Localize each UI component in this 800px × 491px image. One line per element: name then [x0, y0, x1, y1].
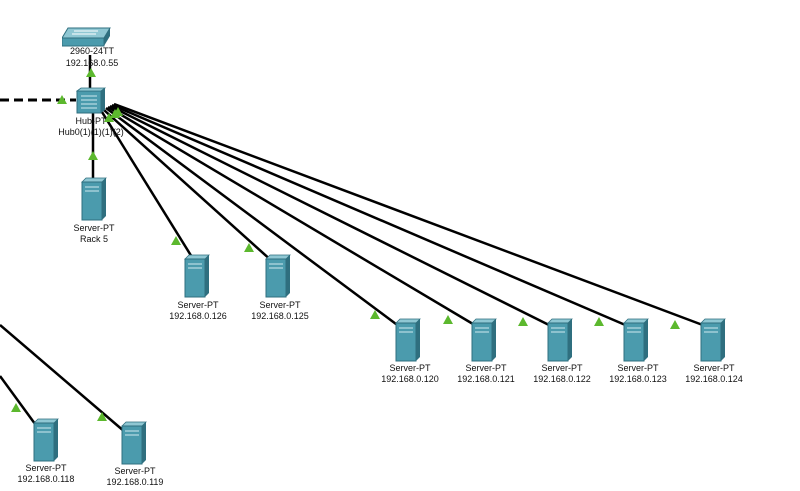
server-ip-label: 192.168.0.121 [457, 374, 515, 384]
server-rack5[interactable] [81, 177, 107, 226]
server-name-label: Server-PT [465, 363, 507, 373]
server-ip-label: 192.168.0.125 [251, 311, 309, 321]
server-118[interactable] [33, 418, 59, 467]
link-up-indicator [88, 151, 98, 160]
server-name-label: Server-PT [541, 363, 583, 373]
server-name-label: Server-PT [114, 466, 156, 476]
link-up-indicator [11, 403, 21, 412]
server-ip-label: Rack 5 [79, 234, 109, 244]
server-124[interactable] [700, 318, 726, 367]
server-name-label: Server-PT [693, 363, 735, 373]
server-ip-label: 192.168.0.124 [685, 374, 743, 384]
link-up-indicator [594, 317, 604, 326]
link-hub-s126[interactable] [100, 111, 197, 263]
server-ip-label: 192.168.0.120 [381, 374, 439, 384]
server-name-label: Server-PT [389, 363, 431, 373]
server-126[interactable] [184, 254, 210, 303]
server-name-label: Server-PT [73, 223, 115, 233]
server-name-label: Server-PT [259, 300, 301, 310]
link-left-s118[interactable] [0, 375, 40, 429]
link-up-indicator [113, 107, 123, 116]
server-ip-label: 192.168.0.118 [17, 474, 75, 484]
link-up-indicator [370, 310, 380, 319]
link-hub-s124[interactable] [113, 102, 709, 329]
server-ip-label: 192.168.0.126 [169, 311, 227, 321]
server-name-label: Server-PT [25, 463, 67, 473]
server-icon[interactable] [121, 421, 147, 465]
link-hub-s121[interactable] [107, 105, 479, 329]
link-up-indicator [443, 315, 453, 324]
server-119[interactable] [121, 421, 147, 470]
switch-ip-label: 192.168.0.55 [65, 58, 119, 68]
link-up-indicator [57, 95, 67, 104]
server-ip-label: 192.168.0.123 [609, 374, 667, 384]
link-up-indicator [86, 68, 96, 77]
link-up-indicator [244, 243, 254, 252]
server-125[interactable] [265, 254, 291, 303]
server-icon[interactable] [471, 318, 497, 362]
server-icon[interactable] [184, 254, 210, 298]
server-icon[interactable] [547, 318, 573, 362]
server-ip-label: 192.168.0.122 [533, 374, 591, 384]
switch-icon[interactable] [62, 26, 112, 50]
server-icon[interactable] [33, 418, 59, 462]
server-name-label: Server-PT [617, 363, 659, 373]
server-120[interactable] [395, 318, 421, 367]
link-up-indicator [104, 113, 114, 122]
hub-subname-label: Hub0(1)(1)(1)(2) [58, 127, 124, 137]
server-icon[interactable] [700, 318, 726, 362]
hub-icon[interactable] [76, 87, 106, 115]
server-122[interactable] [547, 318, 573, 367]
server-121[interactable] [471, 318, 497, 367]
link-hub-s122[interactable] [109, 104, 554, 329]
hub-name-label: Hub-PT [75, 116, 107, 126]
server-icon[interactable] [623, 318, 649, 362]
link-up-indicator [97, 412, 107, 421]
switch-name-label: 2960-24TT [69, 46, 115, 56]
link-up-indicator [171, 236, 181, 245]
link-left-s119[interactable] [0, 324, 126, 433]
link-status-indicators [11, 68, 680, 421]
server-ip-label: 192.168.0.119 [106, 477, 164, 487]
link-hub-s125[interactable] [103, 109, 274, 263]
server-123[interactable] [623, 318, 649, 367]
server-name-label: Server-PT [177, 300, 219, 310]
link-up-indicator [670, 320, 680, 329]
server-icon[interactable] [395, 318, 421, 362]
server-icon[interactable] [81, 177, 107, 221]
link-hub-s123[interactable] [111, 103, 631, 329]
link-hub-s120[interactable] [105, 106, 401, 329]
server-icon[interactable] [265, 254, 291, 298]
link-up-indicator [518, 317, 528, 326]
